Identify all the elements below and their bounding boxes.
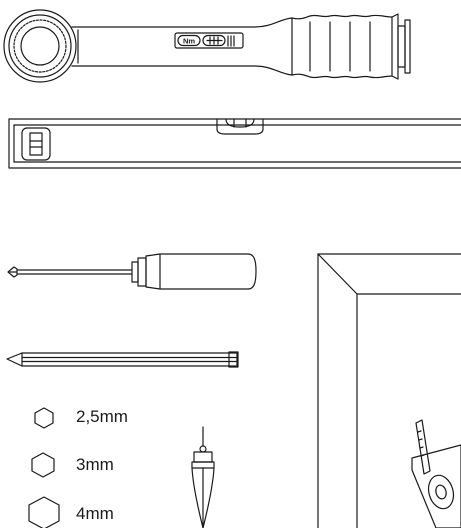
hex-3mm-label: 3mm bbox=[76, 455, 114, 474]
hex-key-size-list bbox=[28, 407, 60, 528]
hex-4mm-label: 4mm bbox=[76, 504, 114, 523]
level-top-vial bbox=[216, 118, 264, 135]
level-end-vial bbox=[21, 127, 51, 161]
scale-window: Nm bbox=[174, 32, 244, 49]
tape-measure bbox=[411, 419, 461, 528]
spirit-level bbox=[8, 118, 461, 169]
screwdriver bbox=[7, 253, 257, 290]
tape-reel bbox=[427, 474, 455, 510]
wrench-shaft bbox=[71, 17, 293, 76]
level-body bbox=[8, 118, 461, 169]
wrench-grip bbox=[291, 13, 411, 80]
ratchet-head bbox=[3, 9, 77, 83]
hex-2-5mm-icon bbox=[34, 407, 54, 429]
torque-wrench: Nm bbox=[3, 9, 411, 83]
plumb-bob bbox=[191, 426, 215, 528]
hex-3mm-icon bbox=[31, 452, 55, 478]
hex-4mm-icon bbox=[28, 496, 60, 528]
pencil bbox=[6, 351, 239, 368]
scale-unit-label: Nm bbox=[183, 37, 195, 46]
picture-frame bbox=[317, 253, 461, 528]
screwdriver-handle bbox=[145, 253, 257, 290]
hex-2-5mm-label: 2,5mm bbox=[76, 407, 128, 426]
